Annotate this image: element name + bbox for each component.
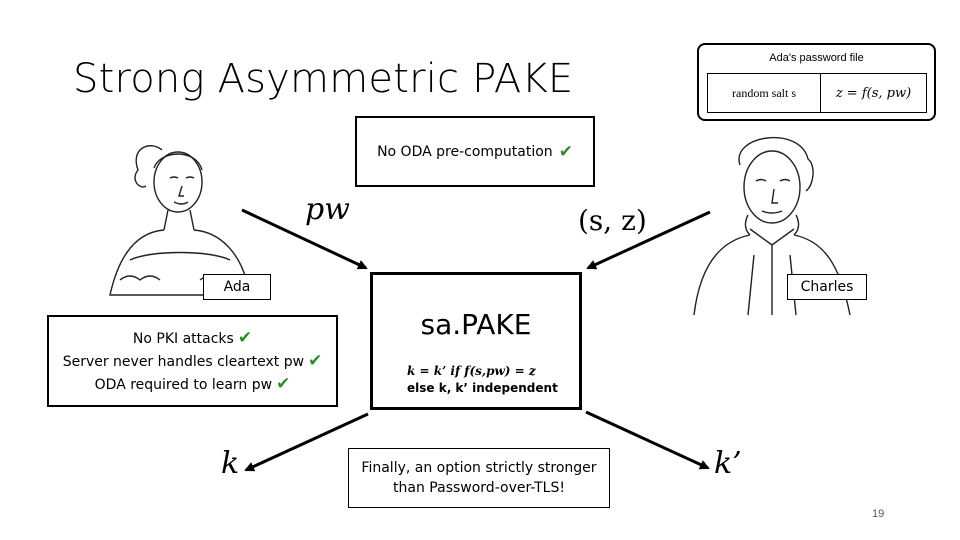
pw-label: pw — [305, 192, 350, 227]
property-no-pki: No PKI attacks✔ — [132, 327, 253, 348]
oda-text: No ODA pre-computation — [377, 143, 553, 160]
arrow-charles-to-center — [586, 210, 711, 270]
ada-portrait — [109, 145, 251, 296]
check-icon: ✔ — [558, 141, 573, 162]
charles-label: Charles — [787, 274, 867, 300]
final-line-2: than Password-over-TLS! — [393, 480, 565, 496]
page-number: 19 — [872, 508, 885, 520]
password-file-box: Ada's password file random salt s z = f(… — [697, 43, 936, 121]
property-oda-required: ODA required to learn pw✔ — [94, 373, 291, 394]
arrow-center-to-kprime — [585, 410, 710, 470]
arrow-center-to-k — [244, 412, 369, 472]
arrow-ada-to-center — [241, 208, 368, 270]
salt-cell: random salt s — [708, 74, 821, 112]
sapake-box: sa.PAKE k = k’ if f(s,pw) = z else k, k’… — [370, 272, 582, 410]
password-file-title: Ada's password file — [769, 52, 864, 64]
check-icon: ✔ — [308, 350, 323, 371]
check-icon: ✔ — [276, 373, 291, 394]
final-line-1: Finally, an option strictly stronger — [361, 460, 597, 476]
slide-title: Strong Asymmetric PAKE — [73, 56, 574, 102]
property-no-cleartext: Server never handles cleartext pw✔ — [62, 350, 323, 371]
sapake-title: sa.PAKE — [420, 308, 532, 341]
sapake-condition-1: k = k’ if f(s,pw) = z — [407, 364, 536, 378]
k-label: k — [221, 446, 240, 481]
sapake-condition-2: else k, k’ independent — [407, 381, 558, 395]
z-cell: z = f(s, pw) — [835, 85, 912, 101]
final-box: Finally, an option strictly stronger tha… — [348, 448, 610, 508]
ada-label: Ada — [203, 274, 271, 300]
charles-portrait — [693, 136, 851, 316]
oda-box: No ODA pre-computation ✔ — [355, 116, 595, 187]
k-prime-label: k’ — [714, 446, 742, 481]
sz-label: (s, z) — [578, 204, 647, 237]
properties-box: No PKI attacks✔ Server never handles cle… — [47, 315, 338, 407]
check-icon: ✔ — [237, 327, 253, 348]
password-file-table: random salt s z = f(s, pw) — [707, 73, 927, 113]
